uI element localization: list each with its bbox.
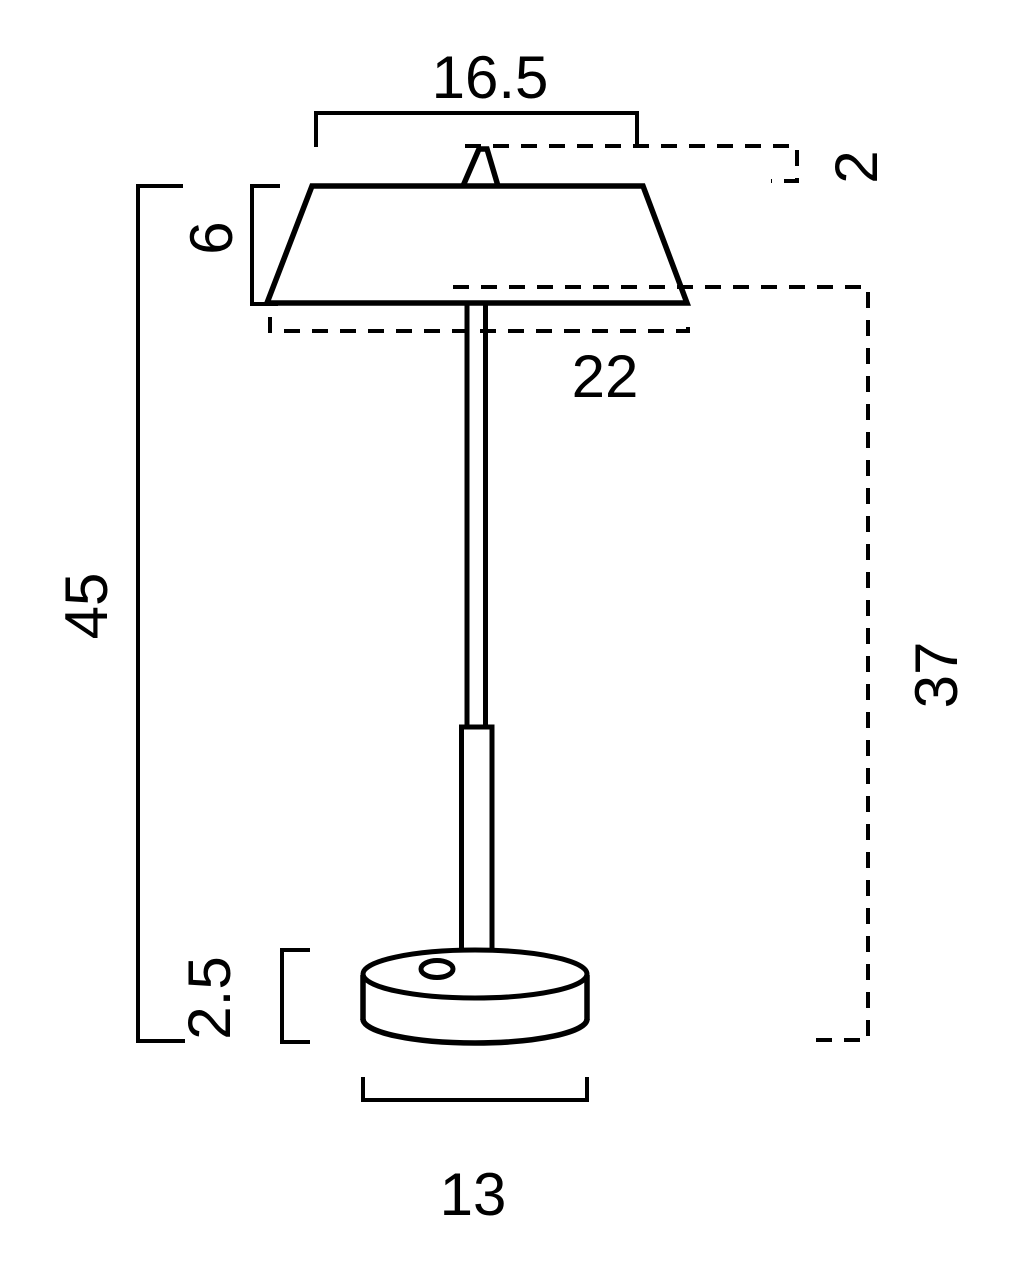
lamp-base bbox=[360, 947, 590, 1046]
dim-finial-dashed-line bbox=[465, 144, 799, 183]
dim-label-shade-top-width: 16.5 bbox=[432, 44, 549, 111]
dim-overall-height-bracket bbox=[136, 184, 185, 1043]
dim-label-body-height: 37 bbox=[903, 642, 970, 709]
dim-label-base-height: 2.5 bbox=[176, 956, 243, 1039]
lamp-drawing bbox=[262, 146, 691, 1046]
dim-base-height-bracket bbox=[280, 948, 310, 1044]
dim-label-base-width: 13 bbox=[440, 1161, 507, 1228]
lamp-shade bbox=[262, 183, 691, 306]
lamp-finial bbox=[460, 146, 501, 188]
lamp-stem-lower bbox=[459, 724, 495, 970]
dim-label-shade-bottom-width: 22 bbox=[572, 343, 639, 410]
dim-shade-bottom-dashed-bracket bbox=[268, 317, 690, 333]
dim-label-overall-height: 45 bbox=[53, 573, 120, 640]
dim-base-width-bracket bbox=[361, 1077, 589, 1102]
base-top-ellipse bbox=[360, 947, 590, 1001]
lamp-stem-upper bbox=[464, 300, 488, 730]
dim-body-height-dashed-line bbox=[453, 285, 870, 1042]
dim-shade-top-bracket bbox=[314, 111, 639, 147]
dim-label-shade-height: 6 bbox=[178, 221, 245, 254]
base-switch bbox=[418, 958, 456, 980]
base-bottom-arc bbox=[360, 1018, 590, 1046]
dim-shade-height-bracket bbox=[250, 184, 280, 306]
dim-label-finial-height: 2 bbox=[823, 150, 890, 183]
